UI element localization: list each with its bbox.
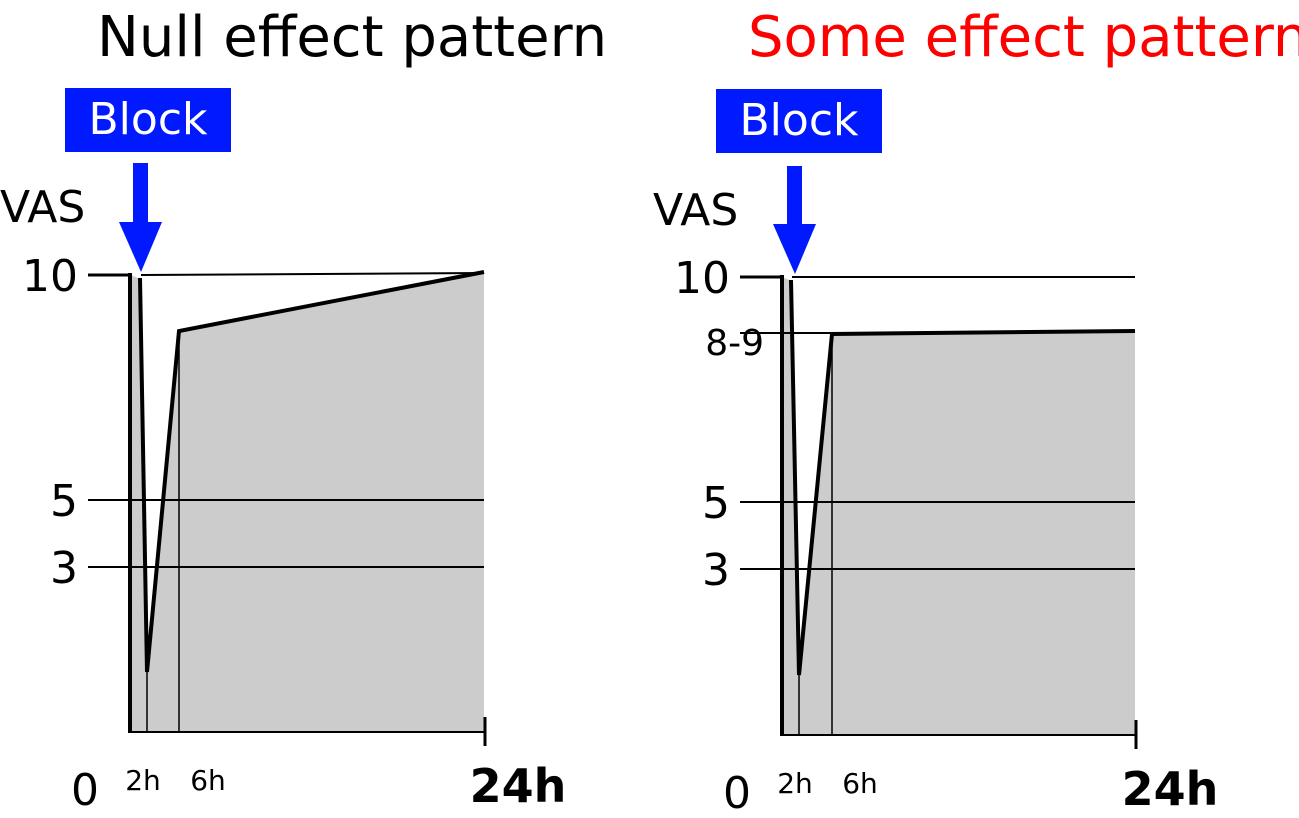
shaded-area [782, 277, 1135, 735]
x-tick-0: 0 [723, 768, 751, 818]
x-tick-2h: 2h [777, 767, 813, 800]
block-label-box [65, 88, 231, 152]
x-tick-6h: 6h [190, 764, 226, 797]
panel-some-effect: Some effect pattern Block VAS 10 8-9 5 3… [653, 5, 1299, 818]
y-tick-10: 10 [22, 251, 78, 302]
vas-curve [789, 279, 1136, 676]
x-tick-24h: 24h [1122, 762, 1219, 816]
panel-null-effect: Null effect pattern Block VAS 10 5 3 0 2… [0, 5, 607, 816]
y-tick-5: 5 [50, 476, 78, 527]
y-tick-3: 3 [702, 545, 730, 596]
block-label: Block [739, 95, 859, 146]
y-tick-10: 10 [674, 253, 730, 304]
block-label: Block [88, 94, 208, 145]
panel-title: Null effect pattern [97, 5, 607, 70]
y-axis-label: VAS [653, 185, 738, 236]
y-tick-3: 3 [50, 543, 78, 594]
y-tick-8-9: 8-9 [705, 323, 764, 364]
block-arrow-icon [119, 163, 162, 272]
y-tick-5: 5 [702, 478, 730, 529]
x-tick-0: 0 [71, 765, 99, 816]
y-axis-label: VAS [0, 182, 85, 233]
shaded-area [130, 272, 484, 732]
panel-title: Some effect pattern [748, 5, 1299, 70]
x-tick-2h: 2h [125, 764, 161, 797]
reference-line-10 [140, 272, 485, 276]
vas-curve [138, 270, 485, 673]
block-arrow-icon [773, 166, 816, 274]
block-label-box [716, 89, 882, 153]
x-tick-24h: 24h [470, 759, 567, 813]
x-tick-6h: 6h [842, 767, 878, 800]
